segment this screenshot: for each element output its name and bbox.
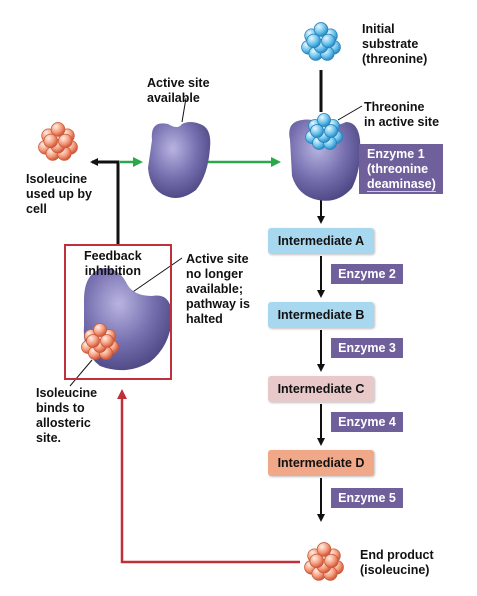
label-active-site-no-longer: Active site no longer available; pathway… [186, 252, 250, 326]
label-end-product: End product (isoleucine) [360, 548, 434, 577]
enzyme-4-label: Enzyme 4 [331, 412, 403, 432]
isoleucine-molecule-end-product [304, 542, 344, 581]
intermediate-a-box: Intermediate A [268, 228, 374, 254]
arrow-isoleucine-used [90, 158, 120, 244]
feedback-arrow [117, 389, 300, 564]
intermediate-d-box: Intermediate D [268, 450, 374, 476]
enzyme-1-label: Enzyme 1 (threonine deaminase) [359, 144, 443, 194]
pointer-allosteric [69, 359, 93, 387]
enzyme-1-name: Enzyme 1 [367, 147, 425, 161]
enzyme-active-site-available [148, 122, 211, 198]
enzyme-1-sub2: deaminase) [367, 177, 436, 192]
threonine-molecule-active-site [305, 113, 343, 150]
label-active-site-available: Active site available [147, 76, 210, 105]
enzyme-2-label: Enzyme 2 [331, 264, 403, 284]
label-isoleucine-used: Isoleucine used up by cell [26, 172, 92, 216]
enzyme-5-label: Enzyme 5 [331, 488, 403, 508]
enzyme-1-sub1: (threonine [367, 162, 429, 176]
label-feedback-inhibition: Feedback inhibition [84, 249, 142, 278]
isoleucine-molecule-used [38, 122, 78, 161]
threonine-molecule-top [301, 22, 341, 61]
enzyme-3-label: Enzyme 3 [331, 338, 403, 358]
intermediate-c-box: Intermediate C [268, 376, 374, 402]
intermediate-b-box: Intermediate B [268, 302, 374, 328]
pointer-no-longer [123, 257, 183, 299]
pointer-threonine [337, 105, 363, 121]
feedback-inhibition-box [64, 244, 172, 380]
label-initial-substrate: Initial substrate (threonine) [362, 22, 428, 66]
pointer-active-site [181, 97, 187, 123]
label-threonine-active-site: Threonine in active site [364, 100, 440, 129]
label-isoleucine-binds: Isoleucine binds to allosteric site. [36, 386, 98, 445]
isoleucine-molecule-allosteric [81, 323, 119, 360]
